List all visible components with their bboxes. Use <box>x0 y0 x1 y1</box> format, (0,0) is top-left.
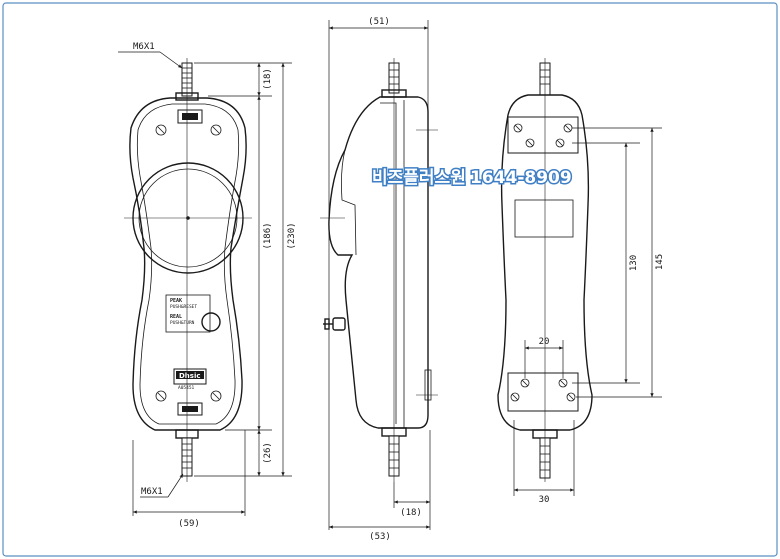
dim-top-width: (51) <box>368 17 390 27</box>
thread-bottom-label: M6X1 <box>141 487 163 497</box>
dim-top-shaft: (18) <box>263 68 273 90</box>
dim-rear-total-height: 145 <box>655 254 665 270</box>
dim-total-height: (230) <box>287 222 297 249</box>
rear-label-window <box>514 199 574 238</box>
dim-body-height: (186) <box>263 222 273 249</box>
side-view: (51) (18) (53) <box>320 17 438 542</box>
dim-bottom-shaft: (26) <box>263 442 273 464</box>
peak-label: PEAK <box>170 298 182 304</box>
dim-hole-width: 20 <box>539 337 550 347</box>
model-code: A05451 <box>178 385 195 391</box>
peak-sub-label: PUSH&RESET <box>170 304 197 310</box>
real-label: REAL <box>170 314 182 320</box>
dim-hole-spacing: 130 <box>629 255 639 271</box>
dim-width: (59) <box>178 519 200 529</box>
thread-top-label: M6X1 <box>133 42 155 52</box>
watermark-phone: 1644-8909 <box>470 168 572 188</box>
rear-view: 130 145 20 30 <box>497 58 665 505</box>
dim-shaft-offset: (18) <box>400 508 422 518</box>
dim-rear-bottom-width: 30 <box>539 495 550 505</box>
watermark-company: 비즈플러스원 <box>372 168 466 188</box>
real-sub-label: PUSH&TURN <box>170 320 195 326</box>
zero-knob-icon <box>201 312 221 332</box>
brand-label: Dhsic <box>179 372 201 380</box>
front-view: PEAK PUSH&RESET REAL PUSH&TURN Dhsic A05… <box>118 42 297 529</box>
rear-body-outline <box>497 94 593 431</box>
dim-bottom-width: (53) <box>369 532 391 542</box>
side-body-outline <box>328 96 429 429</box>
